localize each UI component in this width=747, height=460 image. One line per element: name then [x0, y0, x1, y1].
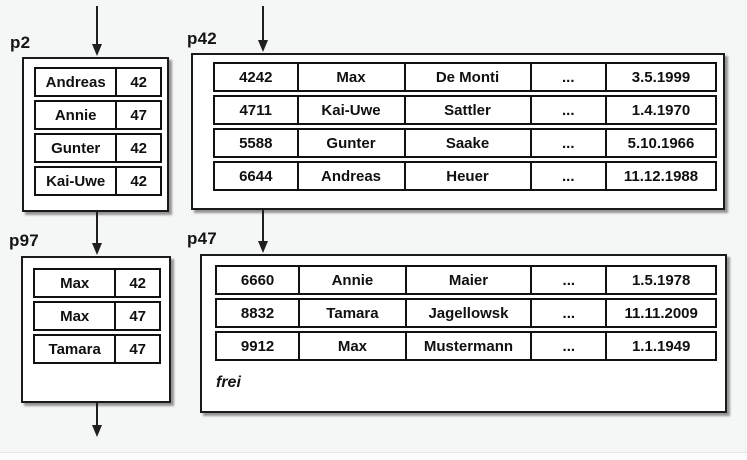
table-cell: Tamara: [35, 336, 117, 362]
table-cell: 42: [130, 73, 147, 91]
table-cell: ...: [532, 300, 608, 326]
table-cell: 5.10.1966: [627, 134, 695, 152]
table-cell: 1.4.1970: [631, 101, 691, 119]
table-cell: 6660: [217, 267, 301, 293]
page-label-p42: p42: [187, 29, 217, 48]
table-cell: Tamara: [300, 300, 407, 326]
table-cell: De Monti: [406, 64, 532, 90]
arrow-p42-to-p47-line: [262, 210, 264, 242]
table-cell: 47: [129, 307, 146, 325]
table-cell: 42: [130, 139, 147, 157]
table-cell: 4242: [215, 64, 299, 90]
table-cell: 1.1.1949: [631, 337, 691, 355]
table-cell: 11.11.2009: [624, 304, 698, 322]
table-row: Gunter 42: [34, 133, 162, 163]
table-cell: Max: [35, 303, 117, 329]
table-cell: Andreas: [299, 163, 406, 189]
arrow-into-p42-head-icon: [258, 40, 268, 52]
arrow-into-p2-head-icon: [92, 44, 102, 56]
table-cell: 6644: [215, 163, 299, 189]
table-cell: Gunter: [36, 135, 118, 161]
table-cell: 8832: [217, 300, 301, 326]
table-row: Tamara 47: [33, 334, 161, 364]
table-cell: Max: [300, 333, 407, 359]
table-cell: 3.5.1999: [631, 68, 691, 86]
table-cell: ...: [532, 163, 607, 189]
table-cell: ...: [532, 333, 608, 359]
table-cell: Sattler: [406, 97, 532, 123]
page-label-p2: p2: [10, 33, 31, 52]
table-cell: 11.12.1988: [623, 167, 699, 185]
arrow-into-p42-line: [262, 6, 264, 41]
table-cell: 9912: [217, 333, 301, 359]
table-cell: Maier: [407, 267, 533, 293]
table-row: Andreas 42: [34, 67, 162, 97]
table-cell: 4711: [215, 97, 299, 123]
free-space-label: frei: [216, 374, 241, 391]
table-cell: Kai-Uwe: [299, 97, 406, 123]
arrow-p42-to-p47-head-icon: [258, 241, 268, 253]
table-cell: Mustermann: [407, 333, 533, 359]
table-cell: 42: [129, 274, 146, 292]
page-label-p97: p97: [9, 231, 39, 250]
table-cell: Kai-Uwe: [36, 168, 118, 194]
table-cell: Andreas: [36, 69, 118, 95]
table-cell: Jagellowsk: [407, 300, 533, 326]
page-label-p47: p47: [187, 229, 217, 248]
table-cell: ...: [532, 64, 607, 90]
table-cell: Gunter: [299, 130, 406, 156]
table-cell: 5588: [215, 130, 299, 156]
table-cell: 47: [129, 340, 146, 358]
arrow-into-p2-line: [96, 6, 98, 45]
table-cell: 1.5.1978: [631, 271, 691, 289]
table-row: Max 42: [33, 268, 161, 298]
arrow-p2-to-p97-head-icon: [92, 243, 102, 255]
arrow-p2-to-p97-line: [96, 212, 98, 244]
table-cell: Saake: [406, 130, 532, 156]
table-row: Annie 47: [34, 100, 162, 130]
arrow-p97-down-head-icon: [92, 425, 102, 437]
table-row: Kai-Uwe 42: [34, 166, 162, 196]
page-bottom-edge: [0, 452, 747, 460]
table-cell: ...: [532, 130, 607, 156]
arrow-p97-down-line: [96, 403, 98, 426]
table-cell: Max: [35, 270, 117, 296]
table-cell: ...: [532, 267, 608, 293]
table-cell: Max: [299, 64, 406, 90]
table-cell: Annie: [300, 267, 407, 293]
table-cell: Annie: [36, 102, 118, 128]
table-cell: ...: [532, 97, 607, 123]
table-cell: 47: [130, 106, 147, 124]
table-cell: 42: [130, 172, 147, 190]
table-cell: Heuer: [406, 163, 532, 189]
table-row: Max 47: [33, 301, 161, 331]
